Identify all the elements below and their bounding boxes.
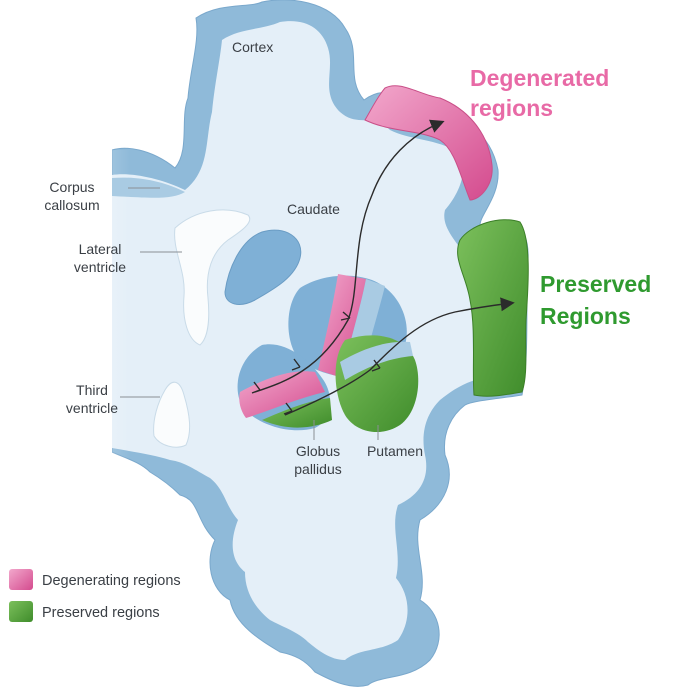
label-lateral-ventricle: ventricle (74, 259, 126, 275)
legend-label-preserved: Preserved regions (42, 605, 160, 621)
label-third-ventricle: ventricle (66, 400, 118, 416)
label-corpus: Corpus (49, 179, 94, 195)
label-pallidus: pallidus (294, 461, 341, 477)
legend-swatch-preserved (9, 601, 33, 622)
label-third: Third (76, 382, 108, 398)
label-cortex: Cortex (232, 39, 273, 55)
callout-degenerated: Degenerated (470, 65, 609, 91)
callout-preserved-regions: Regions (540, 303, 631, 329)
label-putamen: Putamen (367, 443, 423, 459)
callout-preserved: Preserved (540, 271, 651, 297)
legend-swatch-degenerating (9, 569, 33, 590)
callout-regions: regions (470, 95, 553, 121)
label-caudate: Caudate (287, 201, 340, 217)
legend-label-degenerating: Degenerating regions (42, 573, 181, 589)
label-globus: Globus (296, 443, 340, 459)
label-lateral: Lateral (79, 241, 122, 257)
label-callosum: callosum (44, 197, 99, 213)
